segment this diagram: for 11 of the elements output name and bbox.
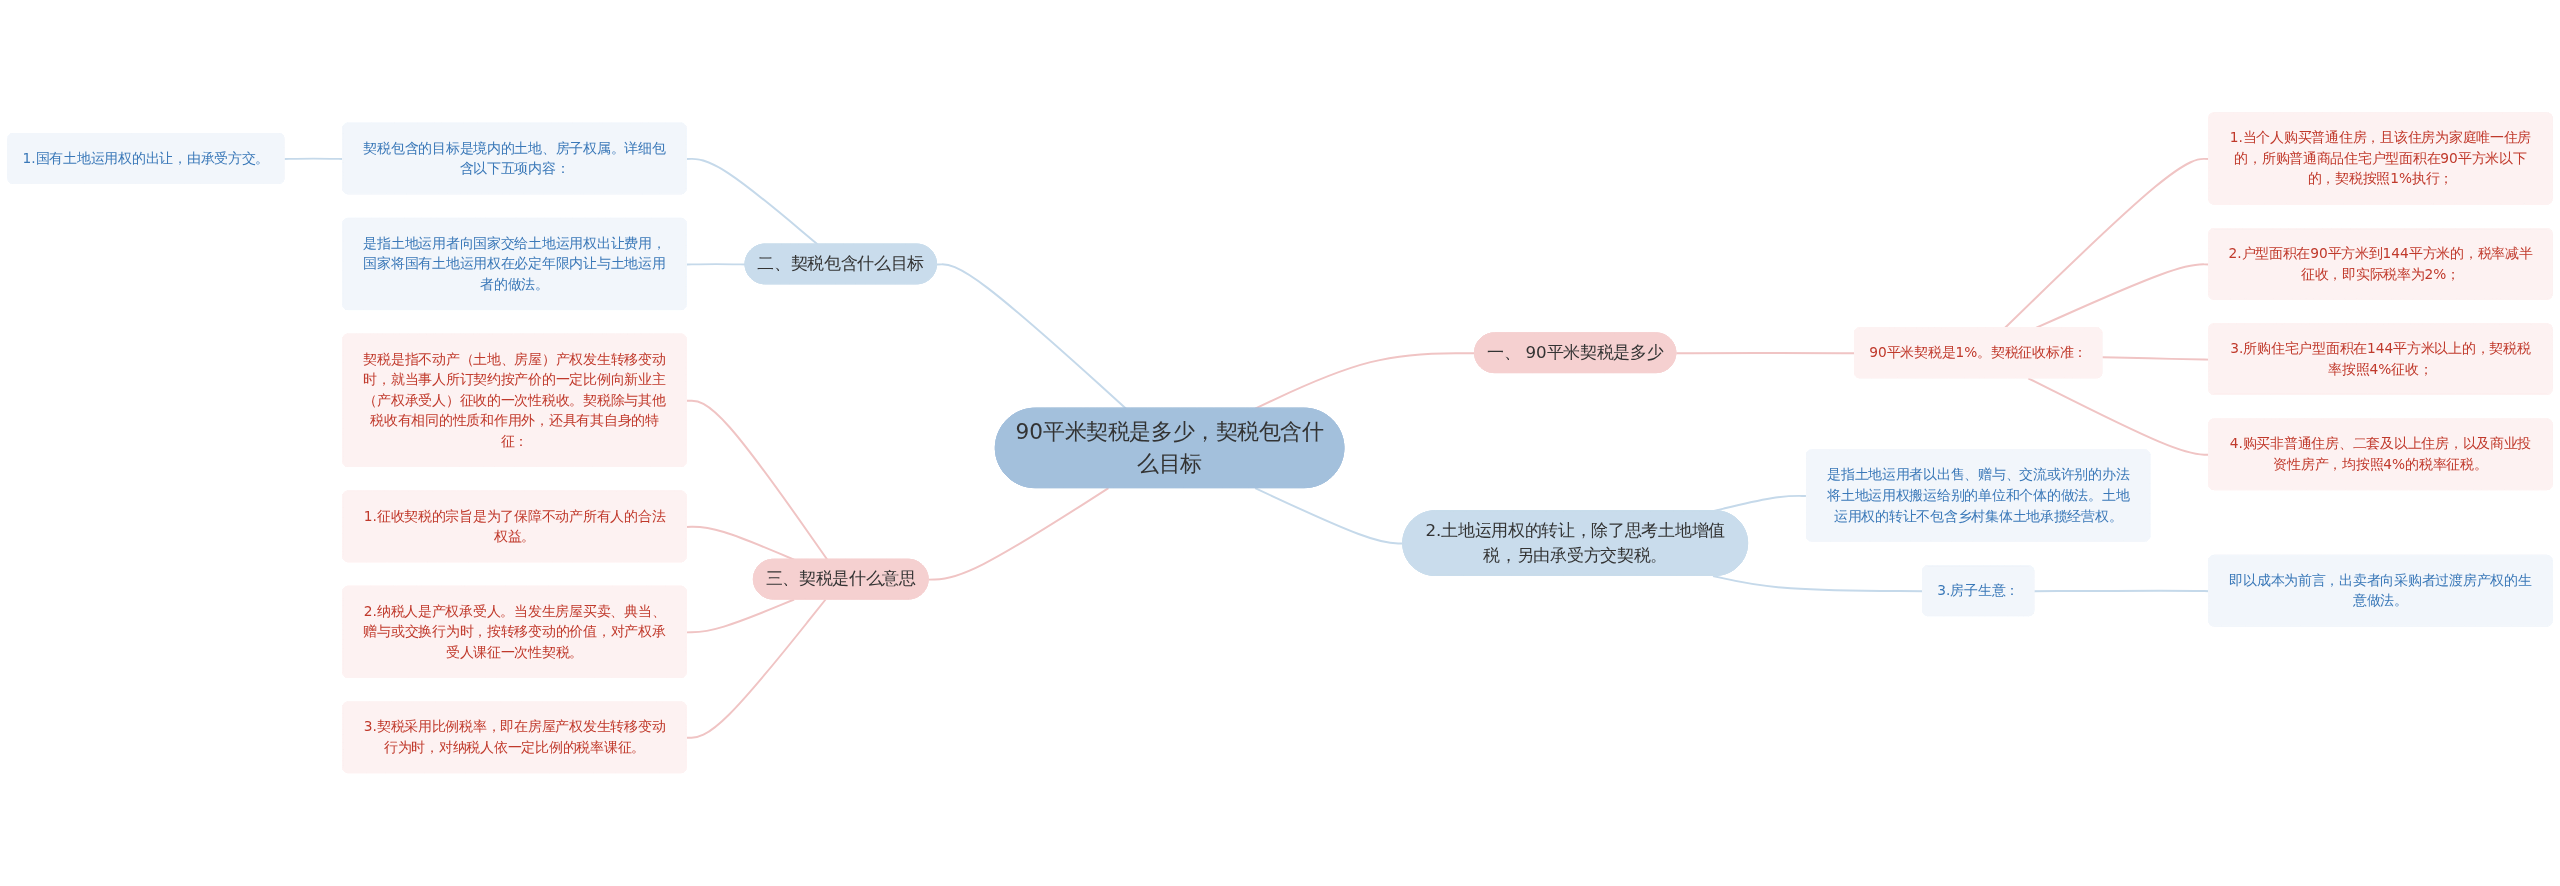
connector bbox=[1712, 575, 1924, 593]
connector bbox=[685, 263, 747, 266]
connector bbox=[685, 598, 796, 634]
connector bbox=[685, 400, 829, 561]
connector bbox=[1254, 487, 1405, 545]
connector bbox=[685, 598, 827, 740]
connector bbox=[936, 263, 1128, 410]
connector bbox=[1254, 352, 1476, 410]
connector bbox=[1675, 352, 1856, 355]
connector bbox=[685, 158, 819, 246]
connector bbox=[927, 487, 1110, 581]
